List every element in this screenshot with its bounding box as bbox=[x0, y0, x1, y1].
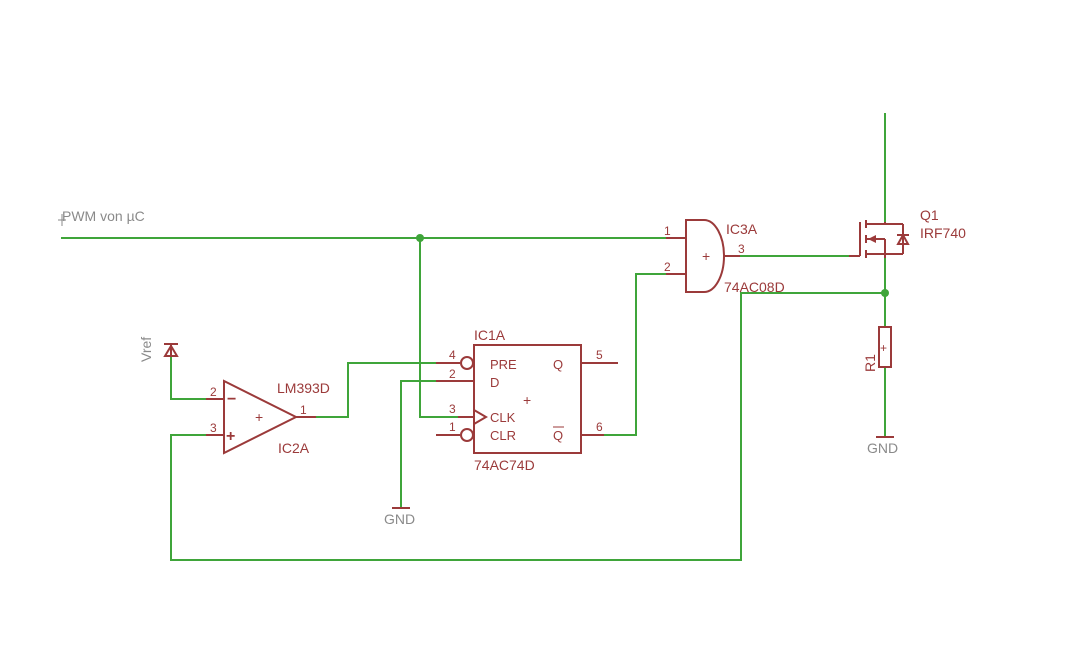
vref-label: Vref bbox=[138, 337, 154, 362]
and-gate-ic3a bbox=[666, 219, 740, 293]
ic1a-pin-clk: 3 bbox=[449, 402, 456, 416]
ic3a-pin-out: 3 bbox=[738, 242, 745, 256]
ic2a-center: + bbox=[255, 409, 263, 425]
junction-pwm bbox=[416, 234, 424, 242]
wire-feedback bbox=[170, 292, 886, 561]
wire-vref bbox=[170, 355, 207, 400]
resistor-r1 bbox=[878, 326, 892, 368]
gnd-ff-label: GND bbox=[384, 511, 415, 527]
ic1a-ref: IC1A bbox=[474, 327, 506, 343]
ic1a-pin-clr: 1 bbox=[449, 420, 456, 434]
ic2a-pin-inv: 2 bbox=[210, 385, 217, 399]
ic1a-pre-label: PRE bbox=[490, 357, 517, 372]
gnd-r-label: GND bbox=[867, 440, 898, 456]
ic2a-pin-noninv: 3 bbox=[210, 421, 217, 435]
ic3a-value: 74AC08D bbox=[724, 279, 785, 295]
ic1a-value: 74AC74D bbox=[474, 457, 535, 473]
wire-d-gnd bbox=[400, 380, 437, 509]
wire-pwm-to-clk bbox=[419, 237, 459, 418]
r1-center: + bbox=[880, 341, 887, 355]
ic2a-plus: + bbox=[226, 428, 235, 445]
mosfet-q1 bbox=[849, 220, 910, 258]
comparator-ic2a bbox=[206, 379, 316, 455]
ic3a-pin-in2: 2 bbox=[664, 260, 671, 274]
flipflop-ic1a bbox=[436, 344, 618, 454]
ic1a-pin-q: 5 bbox=[596, 348, 603, 362]
ic3a-center: + bbox=[702, 248, 710, 264]
ic3a-ref: IC3A bbox=[726, 221, 758, 237]
wire-qbar bbox=[603, 273, 667, 436]
ic1a-q-label: Q bbox=[553, 357, 563, 372]
ic1a-pin-d: 2 bbox=[449, 367, 456, 381]
ic1a-clk-label: CLK bbox=[490, 410, 516, 425]
ic3a-pin-in1: 1 bbox=[664, 224, 671, 238]
r1-ref: R1 bbox=[862, 354, 878, 372]
ic2a-value: LM393D bbox=[277, 380, 330, 396]
ic1a-pin-qbar: 6 bbox=[596, 420, 603, 434]
vref-symbol bbox=[163, 343, 179, 357]
ic1a-clr-label: CLR bbox=[490, 428, 516, 443]
ic1a-d-label: D bbox=[490, 375, 499, 390]
junction-source bbox=[881, 289, 889, 297]
ic2a-pin-out: 1 bbox=[300, 403, 307, 417]
pwm-label: PWM von µC bbox=[62, 208, 145, 224]
wires bbox=[61, 113, 886, 561]
ic2a-ref: IC2A bbox=[278, 440, 310, 456]
q1-ref: Q1 bbox=[920, 207, 939, 223]
ic2a-minus: − bbox=[227, 391, 236, 408]
ic1a-qbar-label: Q bbox=[553, 428, 563, 443]
q1-value: IRF740 bbox=[920, 225, 966, 241]
wire-comp-out bbox=[315, 362, 437, 418]
ic1a-center: + bbox=[523, 392, 531, 408]
ic1a-pin-pre: 4 bbox=[449, 348, 456, 362]
